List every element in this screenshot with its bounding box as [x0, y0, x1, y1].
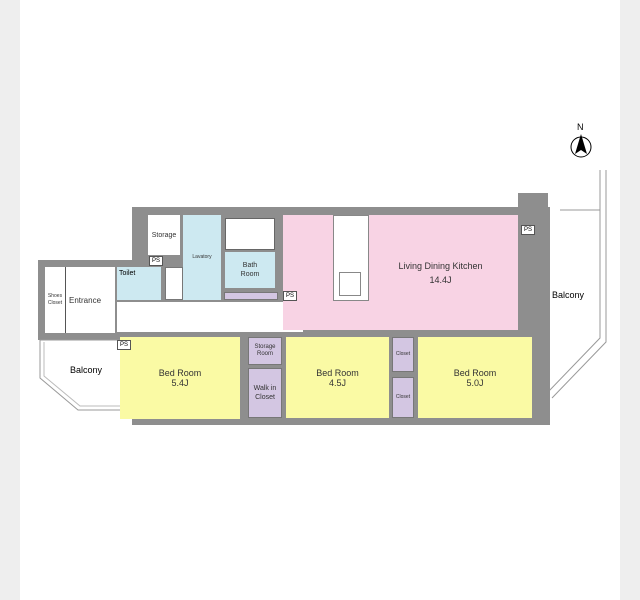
lavatory-label: Lavatory: [192, 254, 212, 260]
storage-room: Storage Room: [248, 337, 282, 365]
lavatory: Lavatory: [183, 215, 221, 300]
toilet-label: Toilet: [119, 270, 136, 277]
ps-label: PS: [521, 225, 536, 235]
bath-room-label: Bath Room: [240, 262, 260, 278]
shoes-closet-label: Shoes Closet: [45, 267, 66, 333]
hallway: [117, 302, 303, 332]
floor-plan: N Balcony Balcony Shoes Closet Entrance …: [20, 0, 620, 600]
balcony-left-outline: [39, 339, 133, 411]
ps-label: PS: [283, 291, 298, 301]
ldk-name: Living Dining Kitchen: [398, 260, 483, 271]
sink-icon: [339, 272, 361, 296]
closet-label: Closet: [395, 351, 411, 357]
closet-2: Closet: [392, 377, 414, 418]
bed-room-2-name: Bed Room: [316, 367, 359, 378]
entrance: Shoes Closet Entrance: [45, 267, 115, 333]
toilet: Toilet: [117, 267, 161, 300]
ldk-size: 14.4J: [429, 274, 452, 285]
walk-in-closet: Walk in Closet: [248, 368, 282, 418]
north-label: N: [577, 122, 584, 132]
bath-room: Bath Room: [225, 252, 275, 288]
bathtub-icon: [225, 218, 275, 250]
shelf: [224, 292, 278, 300]
wash-basin: [165, 267, 183, 300]
ps-label: PS: [117, 340, 132, 350]
closet-1: Closet: [392, 337, 414, 372]
entrance-label: Entrance: [69, 295, 102, 305]
bed-room-1-size: 5.4J: [171, 378, 189, 388]
balcony-left-label: Balcony: [70, 365, 103, 375]
balcony-right-outline: [547, 170, 607, 399]
bed-room-3-name: Bed Room: [453, 367, 497, 378]
living-dining-kitchen: Living Dining Kitchen 14.4J: [283, 215, 518, 330]
bed-room-1-name: Bed Room: [158, 368, 202, 378]
closet-label: Closet: [395, 394, 411, 400]
storage-room-label: Storage Room: [254, 344, 276, 357]
ps-label: PS: [149, 256, 164, 266]
balcony-right-label: Balcony: [552, 290, 585, 300]
north-arrow-icon: [570, 134, 592, 158]
bed-room-2-size: 4.5J: [328, 377, 346, 388]
storage-label: Storage: [151, 231, 177, 239]
storage: Storage: [148, 215, 180, 255]
bed-room-2: Bed Room 4.5J: [286, 337, 389, 418]
bed-room-3-size: 5.0J: [466, 377, 484, 388]
bed-room-1: Bed Room 5.4J: [120, 337, 240, 419]
walk-in-closet-label: Walk in Closet: [253, 385, 277, 401]
pillar: [518, 193, 548, 225]
bed-room-3: Bed Room 5.0J: [418, 337, 532, 418]
